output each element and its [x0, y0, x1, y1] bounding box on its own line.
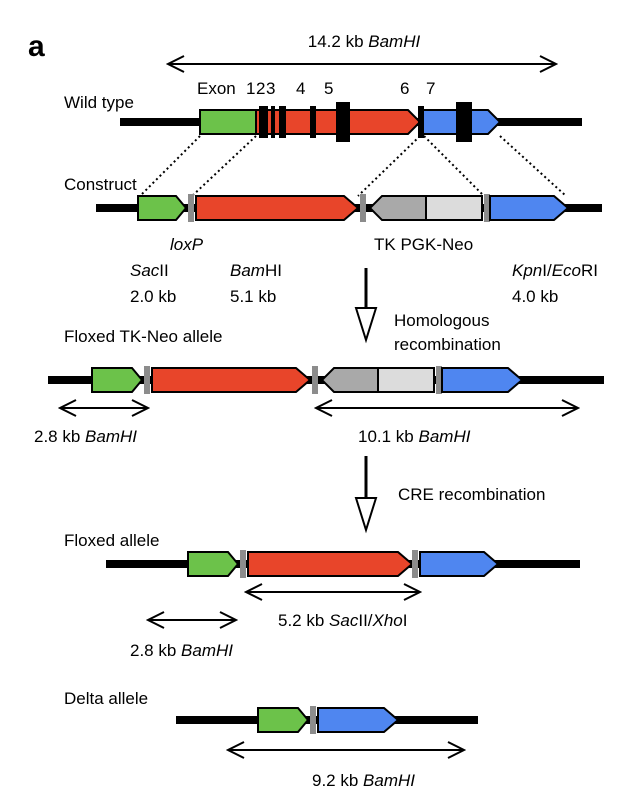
fl-right-span-label: 5.2 kb SacII/XhoI	[278, 611, 408, 630]
wt-green-arm	[199, 109, 257, 135]
delta-row: Delta allele 9.2 kb BamHI	[64, 689, 478, 790]
construct-loxp-2	[360, 194, 366, 222]
delta-span-label: 9.2 kb BamHI	[312, 771, 415, 790]
construct-loxp-1	[188, 194, 194, 222]
ftn-red-arm	[151, 367, 312, 393]
fl-left-span-label: 2.8 kb BamHI	[130, 641, 233, 660]
construct-row: Construct loxP TK PGK-Neo SacII 2.0 kb B…	[64, 175, 602, 306]
bamhi-size: 5.1 kb	[230, 287, 276, 306]
wt-span-label: 14.2 kb BamHI	[308, 32, 421, 51]
homologous-label-2: recombination	[394, 335, 501, 354]
ftn-left-span-label: 2.8 kb BamHI	[34, 427, 137, 446]
bamhi-label: BamHI	[230, 261, 282, 280]
exon-1	[259, 106, 268, 138]
construct-blue-arm	[489, 195, 570, 221]
floxed-row: Floxed allele 5.2 kb SacII/XhoI 2.8 kb B…	[64, 531, 580, 660]
delta-green-arm	[257, 707, 310, 733]
tk-pgk-neo-label: TK PGK-Neo	[374, 235, 473, 254]
ftn-neo-cassette	[377, 367, 435, 393]
delta-loxp	[310, 706, 316, 734]
kpni-ecori-label: KpnI/EcoRI	[512, 261, 598, 280]
floxed-title: Floxed allele	[64, 531, 159, 550]
homology-lines	[139, 135, 567, 197]
kpni-ecori-size: 4.0 kb	[512, 287, 558, 306]
construct-tk-cassette	[368, 195, 427, 221]
exon-1-label: 1	[246, 79, 255, 98]
ftn-tk-cassette	[320, 367, 379, 393]
floxed-tk-neo-row: Floxed TK-Neo allele 2.8 kb BamHI 10.1 k…	[34, 327, 604, 446]
ftn-loxp-1	[144, 366, 150, 394]
cre-step-head	[354, 497, 378, 534]
fl-loxp-2	[412, 550, 418, 578]
ftn-loxp-3	[436, 366, 442, 394]
sacii-size: 2.0 kb	[130, 287, 176, 306]
construct-loxp-3	[484, 194, 490, 222]
fl-green-arm	[187, 551, 240, 577]
fl-blue-arm	[419, 551, 500, 577]
construct-green-arm	[137, 195, 188, 221]
ftn-green-arm	[91, 367, 144, 393]
exon-7-label: 7	[426, 79, 435, 98]
exon-7	[456, 102, 472, 142]
ftn-loxp-2	[312, 366, 318, 394]
exon-3-label: 3	[266, 79, 275, 98]
floxed-tk-neo-title: Floxed TK-Neo allele	[64, 327, 222, 346]
cre-step: CRE recombination	[354, 456, 545, 534]
exon-2-label: 2	[256, 79, 265, 98]
sacii-label: SacII	[130, 261, 169, 280]
exon-2	[271, 106, 275, 138]
construct-title: Construct	[64, 175, 137, 194]
exon-word: Exon	[197, 79, 236, 98]
fl-red-arm	[247, 551, 414, 577]
cre-label: CRE recombination	[398, 485, 545, 504]
homologous-step: Homologous recombination	[354, 268, 501, 354]
ftn-blue-arm	[441, 367, 524, 393]
exon-5	[336, 102, 350, 142]
exon-4	[310, 106, 316, 138]
construct-neo-cassette	[425, 195, 483, 221]
ftn-right-span-label: 10.1 kb BamHI	[358, 427, 471, 446]
exon-3	[279, 106, 286, 138]
delta-blue-arm	[317, 707, 400, 733]
exon-6	[418, 106, 424, 138]
wt-title: Wild type	[64, 93, 134, 112]
wild-type-row: 14.2 kb BamHI Wild type Exon 1 2 3 4 5 6…	[64, 32, 582, 142]
construct-red-arm	[195, 195, 360, 221]
panel-label: a	[28, 30, 45, 63]
loxp-label: loxP	[170, 235, 204, 254]
exon-6-label: 6	[400, 79, 409, 98]
homologous-label-1: Homologous	[394, 311, 489, 330]
fl-loxp-1	[240, 550, 246, 578]
exon-4-label: 4	[296, 79, 305, 98]
exon-5-label: 5	[324, 79, 333, 98]
homologous-step-head	[354, 307, 378, 344]
delta-title: Delta allele	[64, 689, 148, 708]
